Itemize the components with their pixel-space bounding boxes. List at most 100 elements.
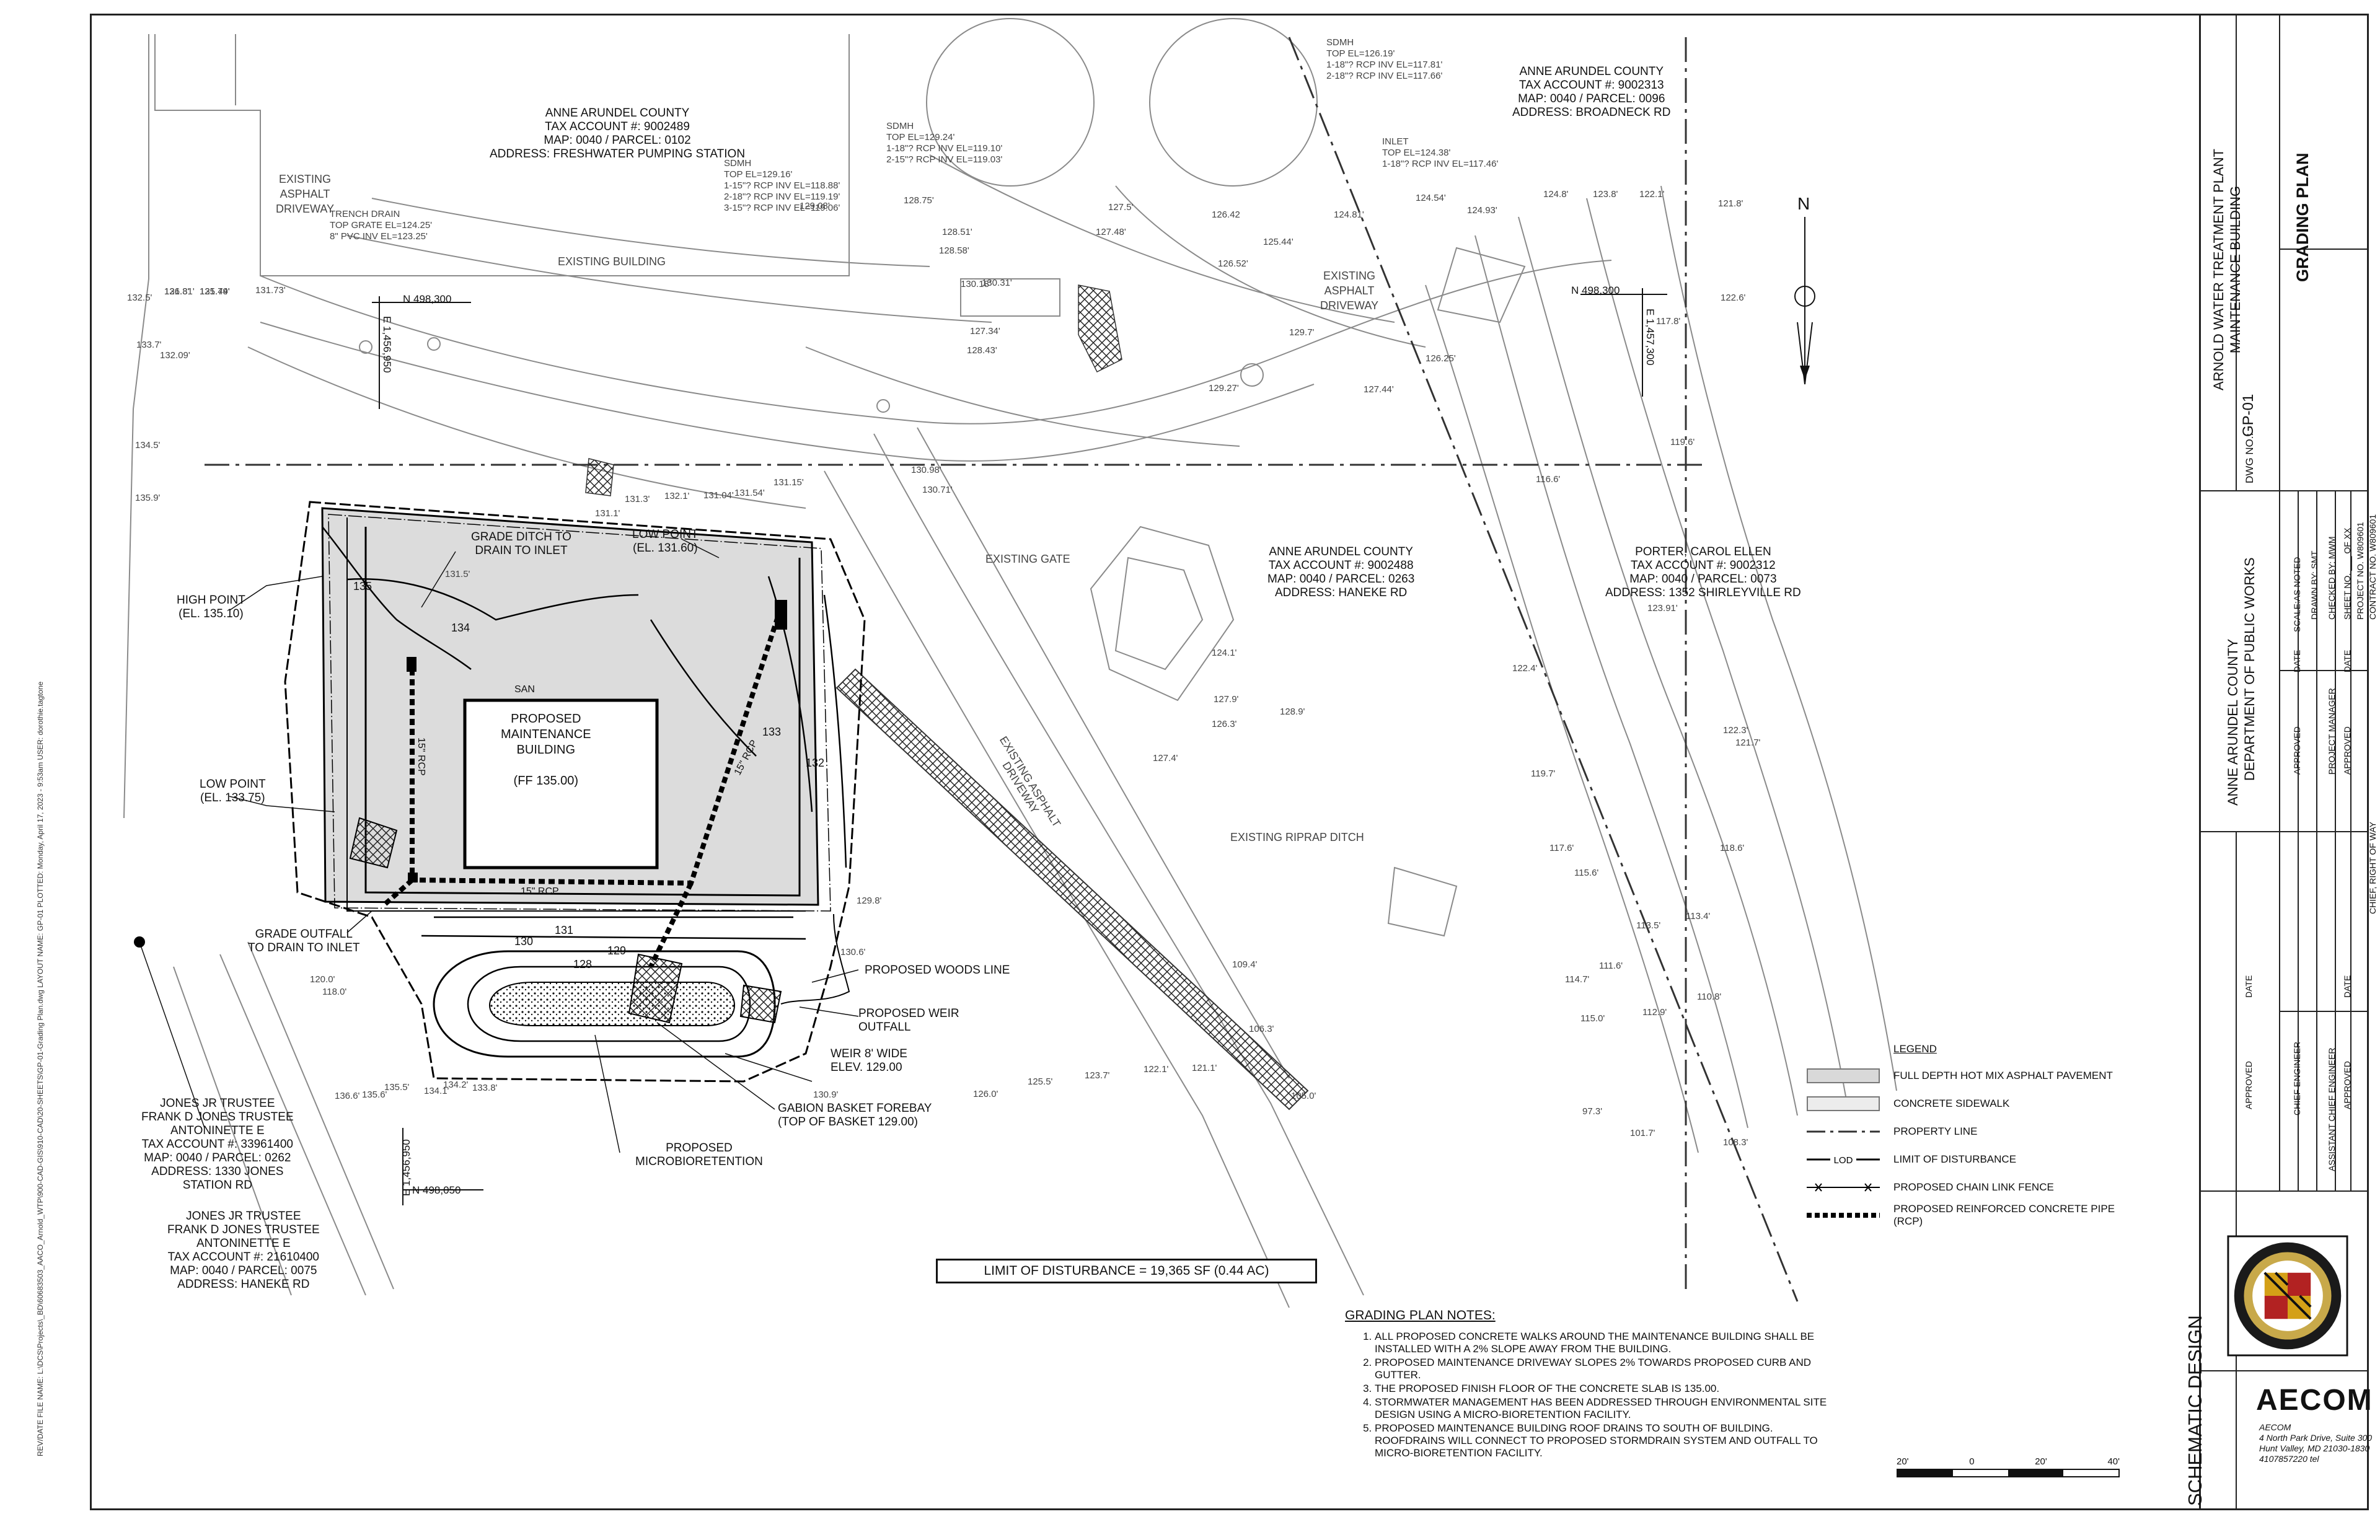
drawing-title: GRADING PLAN bbox=[2293, 152, 2312, 283]
legend-label: PROPERTY LINE bbox=[1893, 1125, 1978, 1137]
spot-elevation: 128.75' bbox=[904, 195, 934, 206]
spot-elevation: 101.7' bbox=[1630, 1128, 1655, 1138]
north-label: N bbox=[1797, 194, 1810, 213]
spot-elevation: 134.2' bbox=[443, 1080, 469, 1090]
legend-label: PROPOSED REINFORCED CONCRETE PIPE (RCP) bbox=[1893, 1202, 2115, 1227]
spot-elevation: 127.4' bbox=[1153, 753, 1178, 763]
note-item: PROPOSED MAINTENANCE DRIVEWAY SLOPES 2% … bbox=[1375, 1357, 1835, 1381]
spot-elevation: 124.54' bbox=[1416, 193, 1446, 203]
contour-label: 130 bbox=[514, 935, 534, 948]
spot-elevation: 127.48' bbox=[1096, 227, 1126, 237]
spot-elevation: 124.93' bbox=[1467, 205, 1497, 216]
rcp-line-icon bbox=[1807, 1208, 1880, 1223]
existing-tank-1 bbox=[926, 18, 1095, 187]
legend-row: PROPERTY LINE bbox=[1807, 1117, 2117, 1145]
riprap-ditch bbox=[835, 668, 1309, 1111]
spot-elevation: 131.5' bbox=[445, 569, 470, 579]
spot-elevation: 127.9' bbox=[1214, 694, 1239, 705]
scale-tick: 20' bbox=[2035, 1456, 2047, 1467]
spot-elevation: 127.34' bbox=[970, 326, 1000, 337]
existing-gate-label: EXISTING GATE bbox=[985, 553, 1070, 565]
northing-bottom: N 498,050 bbox=[412, 1184, 461, 1196]
spot-elevation: 131.79' bbox=[200, 286, 230, 297]
proposed-building bbox=[463, 698, 659, 869]
project-no: PROJECT NO. W809601 bbox=[2355, 522, 2365, 620]
scale-note: SCALE:AS NOTED bbox=[2292, 557, 2302, 632]
coordinate-ticks bbox=[372, 288, 1667, 1205]
spot-elevation: 132.09' bbox=[160, 350, 190, 361]
spot-elevation: 136.6' bbox=[335, 1091, 360, 1101]
spot-elevation: 123.91' bbox=[1647, 603, 1678, 614]
spot-elevation: 115.6' bbox=[1574, 868, 1599, 878]
spot-elevation: 127.44' bbox=[1364, 384, 1394, 395]
spot-elevation: 113.5' bbox=[1636, 920, 1661, 931]
approval-label: APPROVED bbox=[2292, 726, 2302, 775]
spot-elevation: 128.58' bbox=[939, 245, 969, 256]
spot-elevation: 129.27' bbox=[1209, 383, 1239, 394]
legend-label: FULL DEPTH HOT MIX ASPHALT PAVEMENT bbox=[1893, 1069, 2113, 1081]
spot-elevation: 131.1' bbox=[595, 508, 620, 519]
lod-tag: LOD bbox=[1834, 1155, 1853, 1166]
existing-riprap-label: EXISTING RIPRAP DITCH bbox=[1230, 831, 1364, 843]
spot-elevation: 121.1' bbox=[1192, 1063, 1217, 1073]
spot-elevation: 126.25' bbox=[1426, 353, 1456, 364]
limit-of-disturbance-box: LIMIT OF DISTURBANCE = 19,365 SF (0.44 A… bbox=[936, 1259, 1317, 1283]
spot-elevation: 125.44' bbox=[200, 286, 230, 297]
drawn-by: DRAWN BY: SMT bbox=[2309, 550, 2319, 620]
spot-elevation: 124.1' bbox=[1212, 648, 1237, 658]
agency-name: ANNE ARUNDEL COUNTY bbox=[2225, 638, 2241, 806]
contour-label: 131 bbox=[555, 924, 574, 936]
fence-line-icon bbox=[1807, 1180, 1880, 1195]
proposed-rcp bbox=[382, 606, 783, 968]
note-item: ALL PROPOSED CONCRETE WALKS AROUND THE M… bbox=[1375, 1331, 1835, 1355]
spot-elevation: 131.3' bbox=[625, 494, 650, 504]
property-lines bbox=[205, 37, 1799, 1302]
legend-row: CONCRETE SIDEWALK bbox=[1807, 1089, 2117, 1117]
spot-elevation: 122.1' bbox=[1144, 1064, 1169, 1075]
spot-elevation: 118.0' bbox=[322, 987, 347, 997]
notes-title: GRADING PLAN NOTES: bbox=[1345, 1308, 1496, 1322]
dwg-no: GP-01 bbox=[2240, 394, 2257, 437]
spot-elevation: 134.1' bbox=[424, 1086, 449, 1096]
approval-label: APPROVED bbox=[2342, 726, 2352, 775]
contour-label: 128 bbox=[573, 958, 593, 970]
spot-elevation: 113.4' bbox=[1686, 911, 1711, 922]
spot-elevation: 130.98' bbox=[911, 465, 941, 475]
microbioretention-outer bbox=[433, 950, 776, 1058]
contour-label: 129 bbox=[607, 944, 627, 957]
scale-tick: 40' bbox=[2107, 1456, 2120, 1467]
spot-elevation: 116.6' bbox=[1536, 474, 1561, 485]
scale-tick: 0 bbox=[1969, 1456, 1975, 1467]
spot-elevation: 122.4' bbox=[1512, 663, 1538, 674]
scale-tick: 20' bbox=[1897, 1456, 1909, 1467]
rcp-label-a: 15" RCP bbox=[416, 737, 426, 776]
spot-elevation: 130.31' bbox=[982, 278, 1012, 288]
spot-elevation: 126.0' bbox=[973, 1089, 998, 1099]
spot-elevation: 118.6' bbox=[1720, 843, 1745, 853]
spot-elevation: 131.04' bbox=[703, 490, 734, 501]
low-point-top-label: LOW POINT(EL. 131.60) bbox=[632, 528, 699, 555]
spot-elevation: 126.52' bbox=[1218, 258, 1248, 269]
spot-elevation: 130.71' bbox=[922, 485, 953, 495]
woods-line-label: PROPOSED WOODS LINE bbox=[865, 964, 1010, 977]
spot-elevation: 121.7' bbox=[1735, 737, 1761, 748]
sheet-no: SHEET NO. ___ OF XX bbox=[2342, 527, 2352, 620]
note-item: THE PROPOSED FINISH FLOOR OF THE CONCRET… bbox=[1375, 1383, 1835, 1395]
spot-elevation: 126.3' bbox=[1212, 719, 1237, 729]
property-line-diagonal bbox=[1288, 37, 1799, 1302]
spot-elevation: 124.8' bbox=[1543, 189, 1569, 200]
